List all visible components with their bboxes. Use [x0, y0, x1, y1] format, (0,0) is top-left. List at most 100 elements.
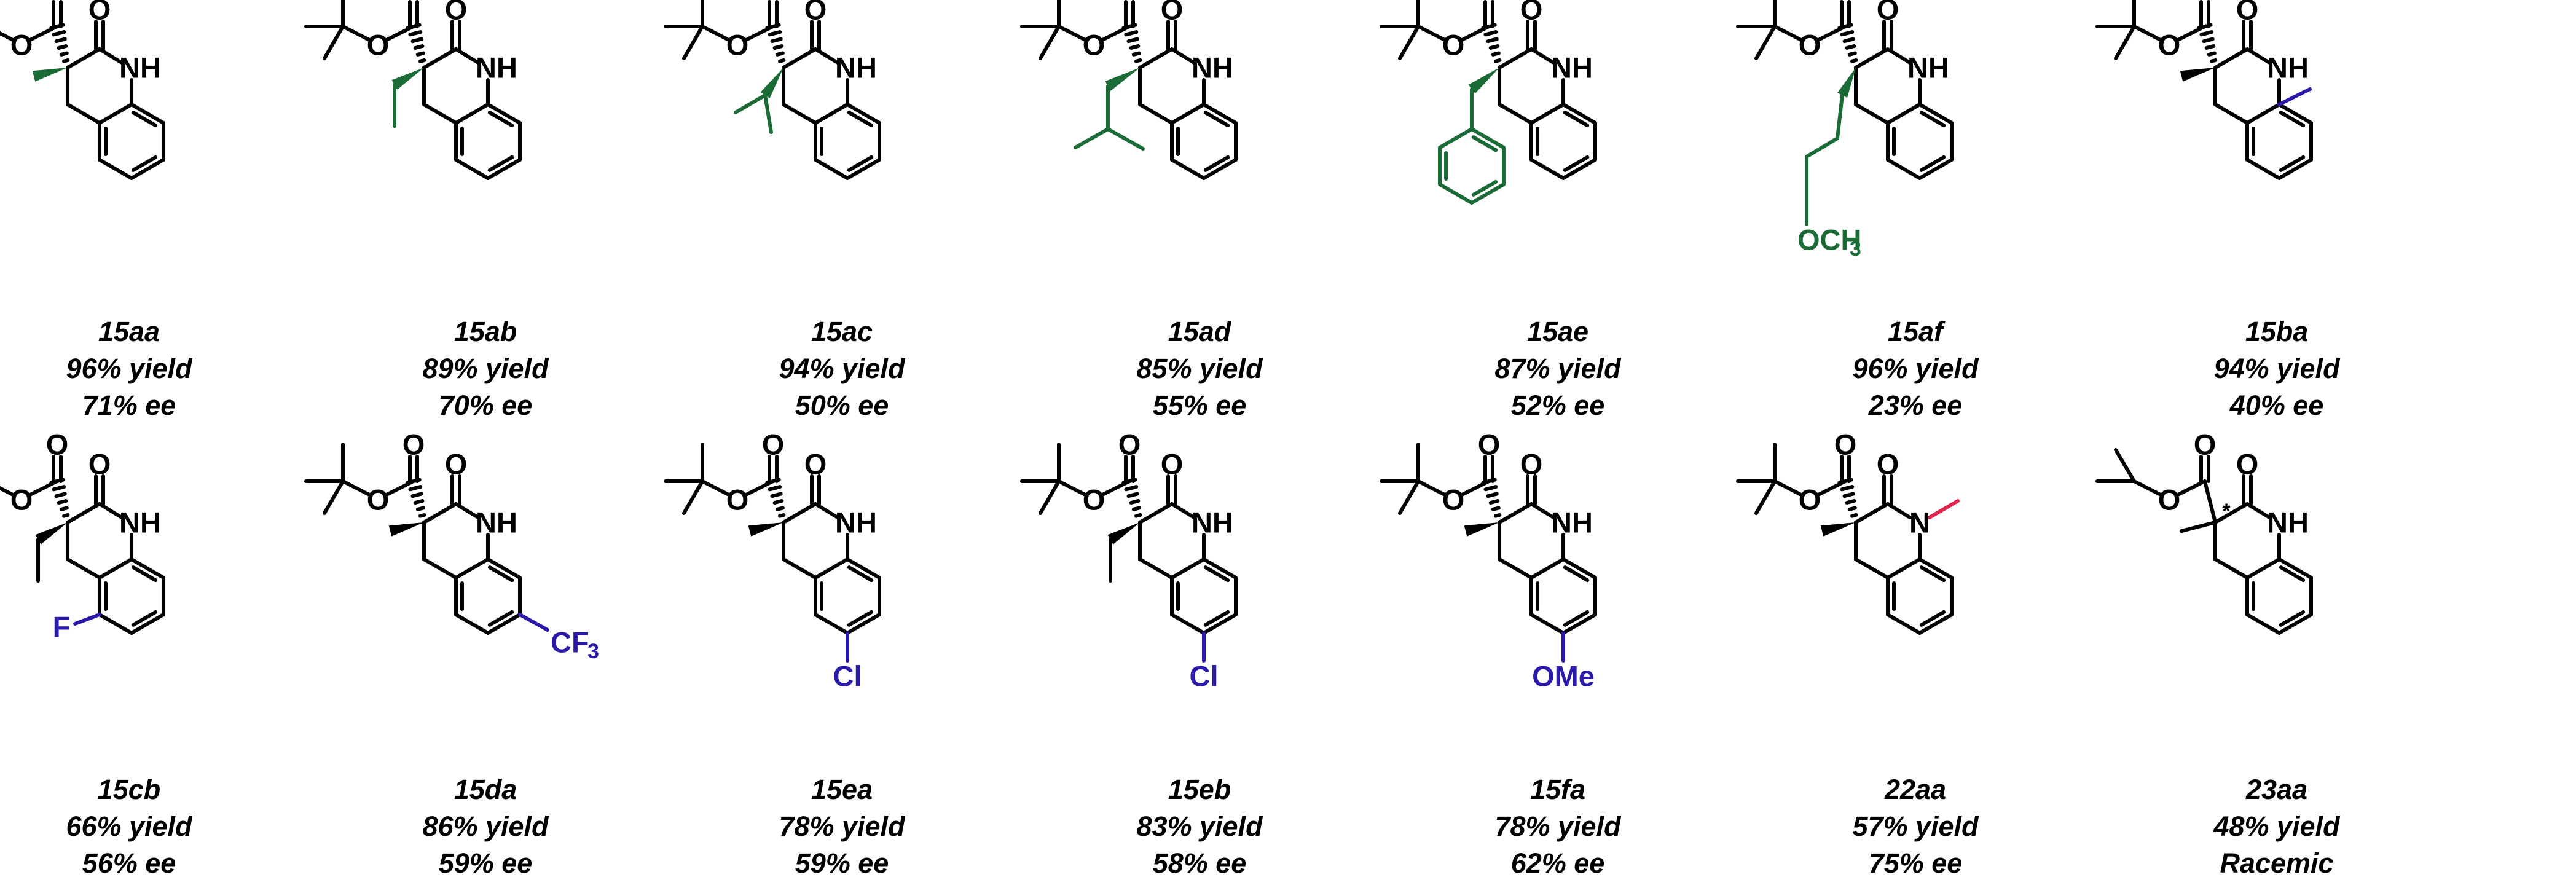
ester-hashed-bond: [57, 44, 68, 50]
aromatic-bond: [486, 613, 522, 635]
lactam-oxygen-label: O: [1877, 0, 1899, 26]
ester-bond: [2203, 479, 2217, 524]
compound-id: 15ae: [1527, 316, 1588, 347]
compound-id: 15fa: [1530, 774, 1585, 805]
aromatic-bond: [1561, 613, 1597, 635]
aromatic-bond: [1918, 557, 1954, 580]
ester-o-alkyl-bond: [1773, 25, 1803, 42]
ester-oxygen-label: O: [10, 29, 33, 61]
ring-bond: [1886, 103, 1922, 125]
ee-text: 75% ee: [1869, 848, 1963, 879]
aromatic-bond: [130, 557, 165, 580]
ring-bond: [454, 103, 490, 125]
aromatic-bond: [1561, 158, 1597, 180]
ring-bond: [1170, 47, 1196, 65]
aryl-methyl-bond: [2277, 87, 2312, 106]
aromatic-bond-inner: [1203, 565, 1230, 583]
aromatic-bond: [846, 158, 881, 180]
ester-hashed-bond: [413, 44, 425, 50]
tbutyl-bond: [323, 479, 345, 515]
benzyl-ring-inner: [1471, 135, 1498, 152]
ester-hashed-bond: [2199, 30, 2214, 37]
aromatic-bond: [1561, 103, 1597, 125]
methoxy-label: OMe: [1532, 660, 1595, 693]
aromatic-bond-inner: [1203, 610, 1230, 627]
aromatic-bond: [1918, 103, 1954, 125]
ester-hashed-bond: [1121, 478, 1137, 485]
ester-hashed-bond: [410, 492, 423, 498]
lactam-oxygen-label: O: [1161, 448, 1184, 481]
ester-hashed-bond: [768, 30, 782, 37]
aromatic-bond-inner: [131, 111, 158, 128]
aromatic-bond: [486, 557, 522, 580]
substituent-wedge: [1837, 68, 1856, 98]
ester-hashed-bond: [1488, 44, 1500, 50]
aromatic-bond-inner: [1203, 155, 1230, 172]
ester-hashed-bond: [1850, 513, 1858, 518]
ring-bond: [1530, 502, 1555, 519]
ester-hashed-bond: [1134, 58, 1142, 63]
ester-hashed-bond: [1126, 492, 1139, 498]
ester-carbonyl-oxygen-label: O: [2194, 428, 2217, 461]
ester-o-alkyl-bond: [701, 25, 731, 42]
yield-text: 57% yield: [1852, 811, 1979, 842]
yield-text: 94% yield: [2213, 353, 2341, 384]
ester-o-alkyl-bond: [341, 25, 371, 42]
ee-text: 40% ee: [2229, 390, 2324, 421]
ester-hashed-bond: [1126, 37, 1139, 44]
tbutyl-bond: [1039, 479, 1061, 515]
chloro-label: Cl: [1190, 660, 1219, 693]
ester-o-carbonyl-bond: [2176, 479, 2207, 497]
compound-id: 22aa: [1884, 774, 1946, 805]
ester-hashed-bond: [1121, 23, 1137, 30]
ring-bond: [1138, 502, 1174, 524]
ester-hashed-bond: [1129, 499, 1141, 505]
isopropyl-bond: [2114, 448, 2136, 483]
yield-text: 86% yield: [422, 811, 549, 842]
ring-bond: [454, 502, 480, 519]
aromatic-bond: [98, 613, 133, 635]
ester-hashed-bond: [1483, 30, 1498, 37]
substituent-wedge: [1107, 522, 1140, 545]
ring-bond: [2245, 502, 2271, 519]
ring-bond: [422, 502, 458, 524]
substituent-wedge: [391, 68, 424, 90]
ester-hashed-bond: [1840, 30, 1855, 37]
aromatic-bond-inner: [487, 565, 514, 583]
ring-bond: [1530, 47, 1555, 65]
compound-id: 15ac: [811, 316, 873, 347]
ester-hashed-bond: [1134, 513, 1142, 518]
aromatic-bond-inner: [1919, 565, 1946, 583]
ester-hashed-bond: [59, 506, 69, 511]
cf3-bond: [518, 613, 549, 632]
aromatic-bond: [1886, 613, 1922, 635]
ring-bond: [66, 47, 101, 69]
ring-bond: [1498, 557, 1533, 580]
lactam-oxygen-label: O: [1161, 0, 1184, 26]
ester-hashed-bond: [49, 478, 65, 485]
aromatic-bond-inner: [847, 111, 874, 128]
ee-text: 23% ee: [1868, 390, 1963, 421]
ee-text: 56% ee: [82, 848, 176, 879]
ester-hashed-bond: [52, 485, 66, 492]
tbutyl-bond: [1754, 479, 1777, 515]
ester-o-alkyl-bond: [0, 31, 15, 42]
chloro-label: Cl: [833, 660, 862, 693]
compound-id: 15ab: [454, 316, 517, 347]
aromatic-bond: [2245, 158, 2281, 180]
ester-carbonyl-oxygen-label: O: [1118, 428, 1141, 461]
ester-hashed-bond: [765, 478, 781, 485]
molecule-structures: OOONHOOONHOOONHOOONHOOONHOOONHOCH3OOONHO…: [0, 0, 2313, 693]
ring-bond: [422, 557, 458, 580]
ester-hashed-bond: [1837, 478, 1853, 485]
aromatic-bond: [814, 613, 849, 635]
aromatic-bond: [1202, 103, 1238, 125]
ring-bond: [66, 103, 101, 125]
fluoro-bond: [73, 613, 101, 626]
ester-hashed-bond: [1486, 492, 1499, 498]
